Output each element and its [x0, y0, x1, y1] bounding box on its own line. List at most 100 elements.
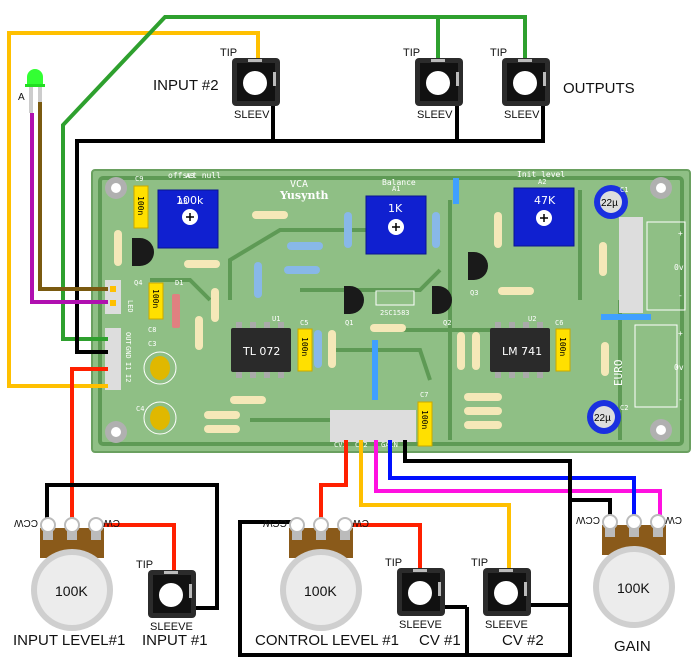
ref-c8: C8 — [148, 326, 156, 334]
trimmer-a2[interactable]: 47K — [513, 187, 575, 247]
jack-out2[interactable]: TIP SLEEV — [490, 47, 550, 121]
connector-power — [619, 217, 686, 313]
cv2-label: CV #2 — [502, 632, 544, 649]
mount-hole — [105, 421, 127, 443]
svg-text:I2: I2 — [124, 374, 132, 382]
jack-tip-label: TIP — [385, 557, 402, 569]
jack-sleeve-label: SLEEV — [504, 109, 540, 121]
jack-hole — [513, 71, 537, 95]
cap-c4 — [143, 401, 177, 435]
power-labels: + 0v - + 0v - — [674, 229, 684, 404]
wire-input2-tip — [7, 31, 260, 388]
ref-c6: C6 — [555, 319, 563, 327]
ref-q3: Q3 — [470, 289, 478, 297]
svg-text:OUT: OUT — [124, 332, 132, 345]
wire-cv1 — [319, 440, 348, 525]
outputs-label: OUTPUTS — [563, 80, 635, 97]
pot-ccw-lug — [602, 514, 618, 530]
ref-d1: D1 — [175, 279, 183, 287]
jumper-wire — [453, 178, 459, 204]
jack-tip-label: TIP — [220, 47, 237, 59]
ic-u1: TL 072 — [231, 322, 291, 378]
ref-2sc1583: 2SC1583 — [380, 309, 410, 317]
trimmer-value: 100k — [176, 194, 204, 207]
input-level-label: INPUT LEVEL#1 — [13, 632, 125, 649]
trimmer-value: 1K — [388, 202, 403, 215]
svg-text:0v: 0v — [674, 363, 684, 372]
pot-value: 100K — [55, 583, 88, 599]
svg-text:CV1: CV1 — [334, 441, 347, 449]
ref-q4: Q4 — [134, 279, 142, 287]
svg-text:-: - — [678, 291, 683, 300]
offset-null-label: offset null — [168, 171, 221, 180]
wire-sleeve-ground — [75, 98, 275, 354]
transistor-2sc1583 — [375, 290, 415, 306]
ref-a2: A2 — [538, 178, 546, 186]
ref-c7: C7 — [420, 391, 428, 399]
balance-label: Balance — [382, 178, 416, 187]
ref-a3: A3 — [186, 172, 194, 180]
pot-wiper-lug — [626, 514, 642, 530]
trimmer-a1[interactable]: 1K — [365, 195, 427, 255]
svg-text:+: + — [678, 329, 683, 338]
jack-hole — [426, 71, 450, 95]
svg-text:22µ: 22µ — [594, 413, 611, 424]
pot-ccw-lug — [289, 517, 305, 533]
connector-euro: EURO — [612, 324, 678, 408]
led-connector-label: LED — [126, 300, 134, 313]
jack-sleeve-label: SLEEVE — [150, 621, 193, 633]
wire-control-ccw — [238, 520, 572, 657]
svg-text:+: + — [678, 229, 683, 238]
jack-hole — [408, 581, 432, 605]
svg-text:100n: 100n — [300, 337, 309, 356]
gain-label: GAIN — [614, 638, 651, 655]
pot-cw-lug — [650, 514, 666, 530]
led — [25, 69, 45, 113]
diode-d1 — [172, 294, 180, 328]
wire-output-tip — [61, 15, 440, 341]
jack-sleeve-label: SLEEV — [417, 109, 453, 121]
transistor-q4 — [132, 238, 154, 266]
trimmer-a3[interactable]: A3 100k — [157, 189, 219, 249]
svg-text:100n: 100n — [420, 410, 429, 429]
svg-text:-: - — [678, 395, 683, 404]
jack-tip-label: TIP — [490, 47, 507, 59]
svg-text:EURO: EURO — [612, 360, 625, 387]
cap-c9: 100n — [133, 185, 149, 229]
wire-gain-cw — [374, 440, 662, 525]
pot-ccw-label: CCW — [14, 517, 38, 528]
pcb-title: VCA — [290, 179, 308, 190]
svg-text:GND: GND — [124, 346, 132, 359]
jack-sleeve-label: SLEEVE — [399, 619, 442, 631]
wire-input-level-wiper — [70, 367, 108, 525]
jack-cv1[interactable]: TIP SLEEVE — [385, 557, 445, 631]
pot-ccw-lug — [40, 517, 56, 533]
ic-label: LM 741 — [502, 345, 542, 358]
jack-hole — [243, 71, 267, 95]
jack-hole — [159, 583, 183, 607]
cap-c7: 100n — [417, 401, 433, 447]
pot-value: 100K — [304, 583, 337, 599]
pot-cw-lug — [337, 517, 353, 533]
cap-c1: 22µ — [594, 185, 628, 219]
ref-c9: C9 — [135, 175, 143, 183]
ref-u2: U2 — [528, 315, 536, 323]
pot-cw-lug — [88, 517, 104, 533]
svg-text:0v: 0v — [674, 263, 684, 272]
io-connector-labels: OUT GND I1 I2 — [124, 332, 132, 382]
cap-c6: 100n — [555, 328, 571, 372]
wire-gain-wiper — [388, 440, 636, 525]
pot-ccw-label: CCW — [263, 517, 287, 528]
cap-c5: 100n — [297, 328, 313, 372]
pot-value: 100K — [617, 580, 650, 596]
resistors — [114, 211, 609, 433]
cap-c3 — [143, 351, 177, 385]
